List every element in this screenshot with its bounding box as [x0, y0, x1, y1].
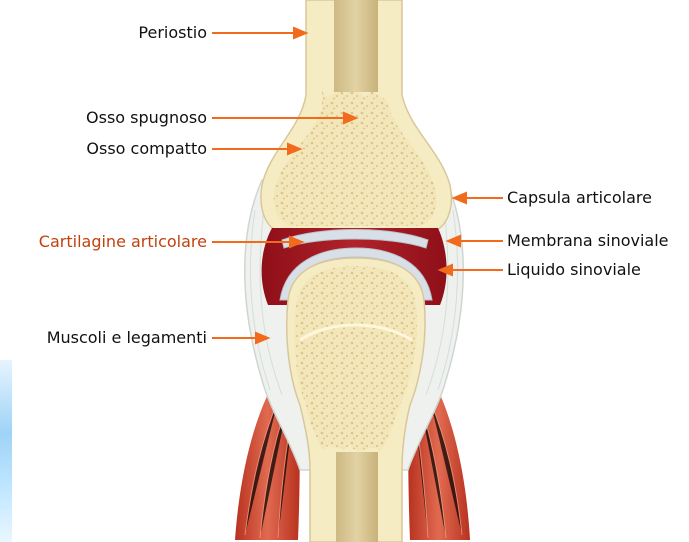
label-osso-spugnoso: Osso spugnoso	[86, 108, 207, 128]
label-osso-compatto: Osso compatto	[86, 139, 207, 159]
label-muscoli-legamenti: Muscoli e legamenti	[47, 328, 207, 348]
label-liquido-sinoviale: Liquido sinoviale	[507, 260, 641, 280]
label-capsula-articolare: Capsula articolare	[507, 188, 652, 208]
label-cartilagine-articolare: Cartilagine articolare	[39, 232, 207, 252]
upper-marrow-canal	[334, 0, 378, 92]
label-periostio: Periostio	[138, 23, 207, 43]
lower-marrow-canal	[336, 452, 378, 542]
upper-spongy-bone	[274, 89, 437, 226]
label-membrana-sinoviale: Membrana sinoviale	[507, 231, 669, 251]
